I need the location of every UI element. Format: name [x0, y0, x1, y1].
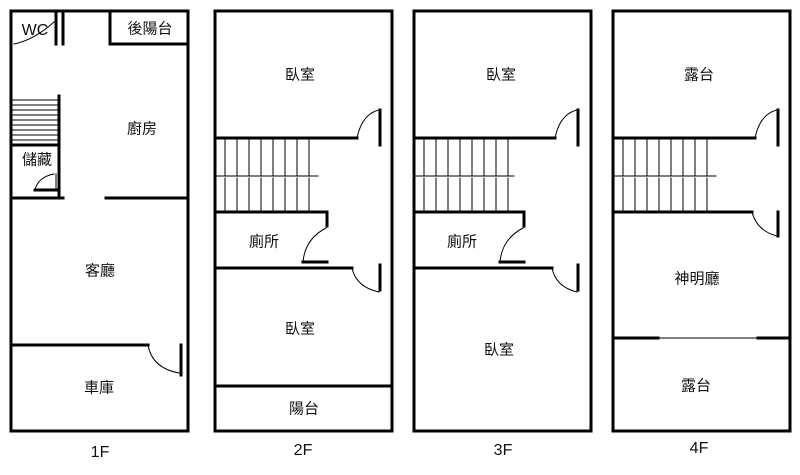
- room-label-balcony: 陽台: [288, 399, 320, 418]
- floor-label-4f: 4F: [689, 440, 709, 457]
- room-label-bedroom-front: 臥室: [284, 65, 316, 84]
- room-label-rear-balcony: 後陽台: [127, 19, 173, 38]
- room-label-bedroom-rear: 臥室: [483, 340, 515, 359]
- room-label-terrace-front: 露台: [683, 65, 715, 84]
- room-label-living-room: 客廳: [84, 261, 116, 280]
- floor-label-1f: 1F: [90, 444, 110, 461]
- room-label-toilet: 廁所: [446, 232, 478, 251]
- floor-2f-plan: [213, 9, 394, 433]
- floor-2f-outline: [213, 9, 394, 433]
- room-label-kitchen: 廚房: [126, 119, 158, 138]
- room-label-shrine-hall: 神明廳: [674, 269, 720, 288]
- room-label-wc: WC: [21, 22, 49, 39]
- room-label-bedroom-rear: 臥室: [284, 319, 316, 338]
- floor-1f-plan: [9, 9, 190, 433]
- floor-4f-plan: [611, 9, 792, 433]
- room-label-toilet: 廁所: [248, 232, 280, 251]
- room-label-bedroom-front: 臥室: [485, 65, 517, 84]
- floor-3f-plan: [412, 9, 593, 433]
- floor-4f-outline: [611, 9, 792, 433]
- room-label-garage: 車庫: [83, 378, 115, 397]
- room-label-storage: 儲藏: [21, 150, 53, 169]
- floor-3f-outline: [412, 9, 593, 433]
- floor-label-2f: 2F: [293, 442, 313, 459]
- floor-label-3f: 3F: [493, 442, 513, 459]
- room-label-terrace-rear: 露台: [680, 376, 712, 395]
- floor-1f-outline: [9, 9, 190, 433]
